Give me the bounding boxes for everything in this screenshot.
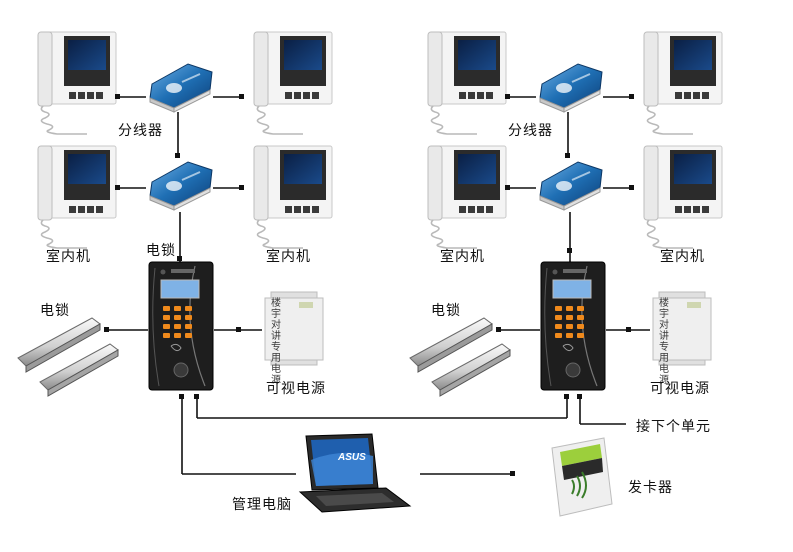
indoor-unit-left-r1-b <box>253 31 333 135</box>
electric-lock-left <box>17 317 119 397</box>
label-video-power-left: 可视电源 <box>266 381 326 397</box>
connector-dot <box>175 153 180 158</box>
label-indoor-unit-left-b: 室内机 <box>266 249 311 265</box>
indoor-unit-left-r2-a <box>37 145 117 249</box>
connector-dot <box>239 94 244 99</box>
connector-dot <box>626 327 631 332</box>
connector-dot <box>104 327 109 332</box>
splitter-right-bottom <box>539 161 603 211</box>
door-station-right <box>540 261 606 391</box>
indoor-unit-left-r2-b <box>253 145 333 249</box>
label-indoor-unit-right-a: 室内机 <box>440 249 485 265</box>
label-splitter-right: 分线器 <box>508 123 553 139</box>
connector-dot <box>505 185 510 190</box>
connector-dot <box>577 394 582 399</box>
laptop-brand: ASUS <box>337 452 366 463</box>
connector-dot <box>564 394 569 399</box>
indoor-unit-right-r1-a <box>427 31 507 135</box>
label-electric-lock-left: 电锁 <box>40 303 70 319</box>
connector-dot <box>496 327 501 332</box>
connector-dot <box>239 185 244 190</box>
connector-dot <box>115 94 120 99</box>
connector-dot <box>236 327 241 332</box>
connector-dot <box>629 94 634 99</box>
label-next-unit: 接下个单元 <box>636 419 711 435</box>
power-box-text-right: 楼宇对讲专用电源 <box>659 298 670 386</box>
connector-dot <box>510 471 515 476</box>
label-electric-lock-right: 电锁 <box>431 303 461 319</box>
connector-dot <box>565 153 570 158</box>
indoor-unit-right-r2-a <box>427 145 507 249</box>
electric-lock-right <box>409 317 511 397</box>
label-card-issuer: 发卡器 <box>628 480 673 496</box>
connector-dot <box>567 248 572 253</box>
connector-dot <box>629 185 634 190</box>
card-reader <box>551 437 613 517</box>
laptop: ASUS <box>298 433 412 513</box>
connector-dot <box>177 256 182 261</box>
label-indoor-unit-left-a: 室内机 <box>46 249 91 265</box>
label-splitter-left: 分线器 <box>118 123 163 139</box>
door-station-left <box>148 261 214 391</box>
label-indoor-unit-right-b: 室内机 <box>660 249 705 265</box>
label-management-pc: 管理电脑 <box>232 497 292 513</box>
splitter-left-bottom <box>149 161 213 211</box>
power-box-text-left: 楼宇对讲专用电源 <box>271 298 282 386</box>
splitter-right-top <box>539 63 603 113</box>
connector-dot <box>115 185 120 190</box>
connector-dot <box>505 94 510 99</box>
splitter-left-top <box>149 63 213 113</box>
connector-dot <box>194 394 199 399</box>
label-electric-lock-top: 电锁 <box>146 243 176 259</box>
label-video-power-right: 可视电源 <box>650 381 710 397</box>
indoor-unit-right-r1-b <box>643 31 723 135</box>
indoor-unit-right-r2-b <box>643 145 723 249</box>
indoor-unit-left-r1-a <box>37 31 117 135</box>
connector-dot <box>179 394 184 399</box>
